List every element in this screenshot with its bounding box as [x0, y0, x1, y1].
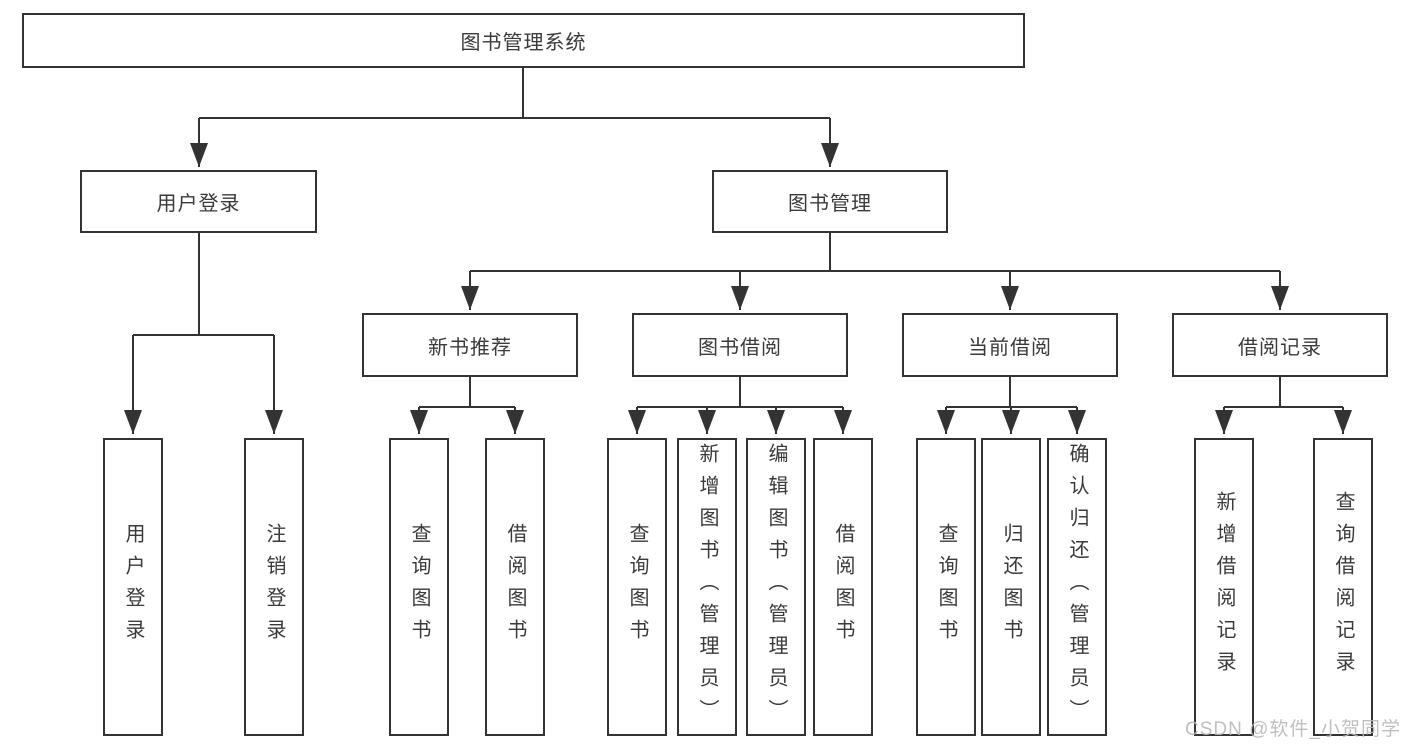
csdn-watermark: CSDN @软件_小贺同学: [1185, 719, 1401, 740]
node-label: 新增图书（管理员）: [696, 443, 718, 731]
node-label: 图书管理系统: [460, 32, 587, 54]
node-new-book-recommendation: 新书推荐: [362, 313, 578, 377]
node-label: 编辑图书（管理员）: [765, 443, 787, 731]
node-label: 借阅记录: [1238, 336, 1322, 359]
node-label: 查询图书: [626, 523, 648, 651]
node-current-borrowing: 当前借阅: [902, 313, 1118, 377]
node-label: 新书推荐: [428, 336, 512, 359]
node-label: 图书管理: [788, 193, 872, 215]
leaf-query-books-recommend: 查询图书: [389, 438, 449, 736]
node-label: 查询借阅记录: [1332, 491, 1354, 683]
node-label: 用户登录: [156, 193, 241, 215]
leaf-borrow-books-recommend: 借阅图书: [485, 438, 545, 736]
leaf-borrow-books-borrowing: 借阅图书: [813, 438, 873, 736]
node-label: 借阅图书: [832, 523, 854, 651]
leaf-confirm-return-admin: 确认归还（管理员）: [1047, 438, 1107, 736]
leaf-return-books: 归还图书: [981, 438, 1041, 736]
leaf-edit-book-admin: 编辑图书（管理员）: [746, 438, 806, 736]
node-book-borrowing: 图书借阅: [632, 313, 848, 377]
node-label: 用户登录: [122, 523, 144, 651]
node-label: 查询图书: [935, 523, 957, 651]
node-label: 新增借阅记录: [1213, 491, 1235, 683]
leaf-add-book-admin: 新增图书（管理员）: [677, 438, 737, 736]
leaf-query-books-current: 查询图书: [916, 438, 976, 736]
node-label: 借阅图书: [504, 523, 526, 651]
leaf-query-books-borrowing: 查询图书: [607, 438, 667, 736]
leaf-add-borrow-record: 新增借阅记录: [1194, 438, 1254, 736]
node-label: 确认归还（管理员）: [1066, 443, 1088, 731]
node-label: 当前借阅: [968, 336, 1052, 359]
node-user-login: 用户登录: [80, 170, 317, 233]
node-book-management: 图书管理: [712, 170, 948, 233]
leaf-logout: 注销登录: [244, 438, 304, 736]
leaf-user-login: 用户登录: [103, 438, 163, 736]
node-library-management-system: 图书管理系统: [22, 13, 1025, 68]
node-label: 图书借阅: [698, 336, 782, 359]
node-label: 查询图书: [408, 523, 430, 651]
leaf-query-borrow-record: 查询借阅记录: [1313, 438, 1373, 736]
node-borrowing-records: 借阅记录: [1172, 313, 1388, 377]
node-label: 归还图书: [1000, 523, 1022, 651]
node-label: 注销登录: [263, 523, 285, 651]
